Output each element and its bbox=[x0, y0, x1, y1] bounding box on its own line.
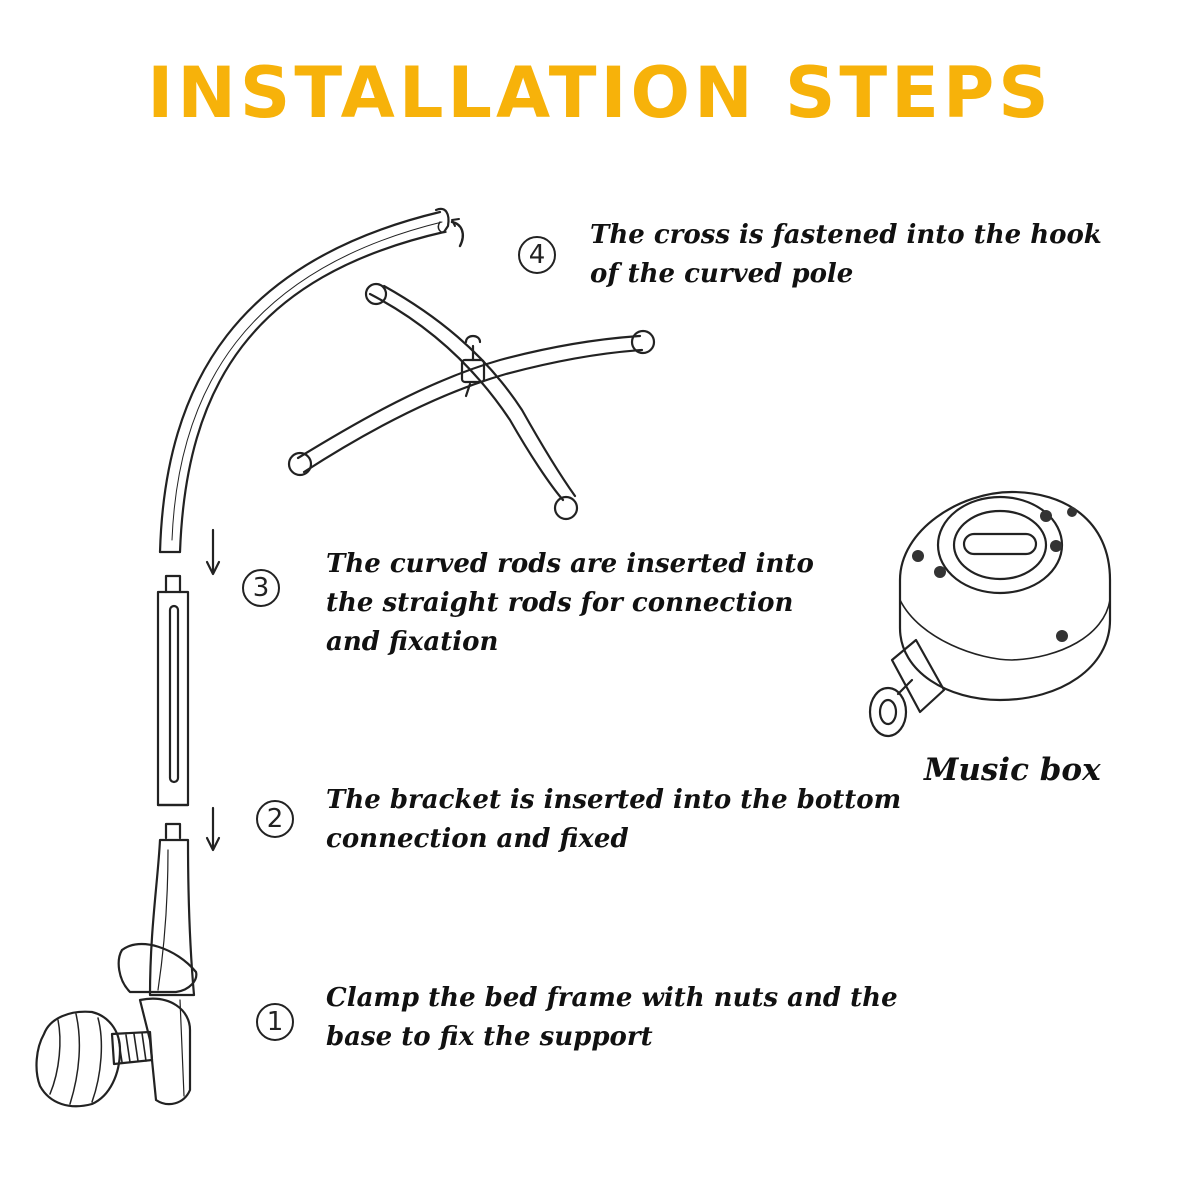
step-4-text: The cross is fastened into the hook of t… bbox=[590, 220, 1102, 289]
curved-pole-drawing bbox=[158, 207, 450, 554]
music-box-drawing bbox=[868, 490, 1112, 738]
step-number-2: 2 bbox=[256, 800, 294, 838]
step-number-4: 4 bbox=[518, 236, 556, 274]
rotate-arrow-icon bbox=[450, 220, 464, 248]
step-2-text: The bracket is inserted into the bottom … bbox=[326, 785, 902, 854]
page-title: INSTALLATION STEPS bbox=[147, 52, 1053, 134]
step-number-1: 1 bbox=[256, 1003, 294, 1041]
step-number-3: 3 bbox=[242, 569, 280, 607]
music-box-caption: Music box bbox=[924, 752, 1101, 788]
cross-arm-drawing bbox=[287, 282, 656, 521]
bracket-base-drawing bbox=[117, 822, 198, 1106]
down-arrow-icon bbox=[205, 528, 221, 576]
step-1-text: Clamp the bed frame with nuts and the ba… bbox=[326, 983, 898, 1052]
down-arrow-icon bbox=[205, 806, 221, 852]
straight-rod-drawing bbox=[156, 574, 190, 807]
clamp-knob-drawing bbox=[35, 1010, 154, 1108]
step-3-text: The curved rods are inserted into the st… bbox=[326, 549, 814, 657]
